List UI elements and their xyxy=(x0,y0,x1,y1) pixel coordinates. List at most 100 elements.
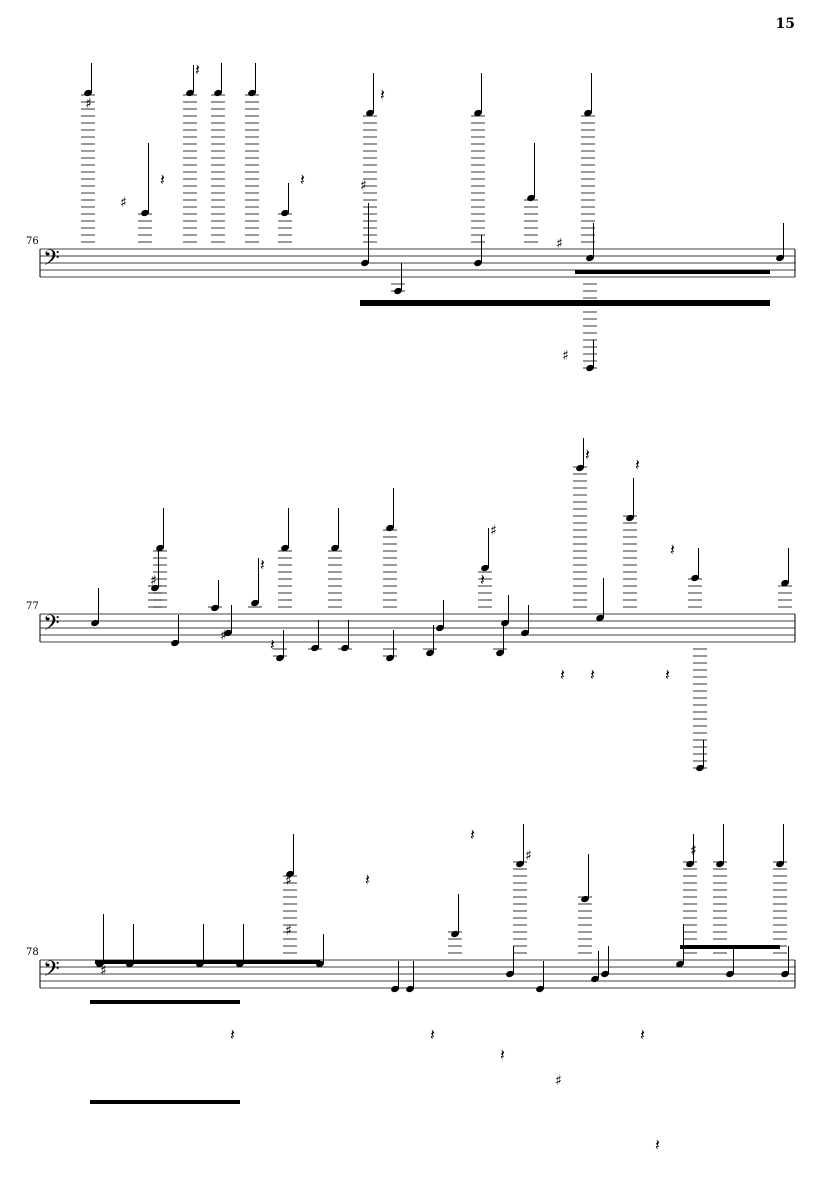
sharp-icon: ♯ xyxy=(285,873,292,889)
notehead xyxy=(481,564,489,572)
rest-icon: 𝄽 xyxy=(260,555,265,574)
notehead xyxy=(276,654,284,662)
notehead xyxy=(496,649,504,657)
notehead xyxy=(386,654,394,662)
rest-icon: 𝄽 xyxy=(560,665,565,684)
sharp-icon: ♯ xyxy=(100,963,107,979)
bass-clef-icon: 𝄢 xyxy=(43,246,60,276)
rest-icon: 𝄽 xyxy=(640,1025,645,1044)
sharp-icon: ♯ xyxy=(150,573,157,589)
notehead xyxy=(211,604,219,612)
beam xyxy=(575,270,770,274)
notehead xyxy=(436,624,444,632)
sharp-icon: ♯ xyxy=(360,178,367,194)
notehead xyxy=(676,960,684,968)
notehead xyxy=(716,860,724,868)
notehead xyxy=(251,599,259,607)
notehead xyxy=(426,649,434,657)
notehead xyxy=(84,89,92,97)
notehead xyxy=(776,254,784,262)
beam xyxy=(680,945,780,949)
notehead xyxy=(151,584,159,592)
notehead xyxy=(726,970,734,978)
notehead xyxy=(776,860,784,868)
notehead xyxy=(686,860,694,868)
beam xyxy=(90,1000,240,1004)
notehead xyxy=(141,209,149,217)
rest-icon: 𝄽 xyxy=(270,635,275,654)
rest-icon: 𝄽 xyxy=(590,665,595,684)
notehead xyxy=(506,970,514,978)
rest-icon: 𝄽 xyxy=(670,540,675,559)
sharp-icon: ♯ xyxy=(220,628,227,644)
notehead xyxy=(626,514,634,522)
rest-icon: 𝄽 xyxy=(470,825,475,844)
notehead xyxy=(341,644,349,652)
rest-icon: 𝄽 xyxy=(500,1045,505,1064)
notehead xyxy=(366,109,374,117)
notehead xyxy=(386,524,394,532)
beam xyxy=(90,1100,240,1104)
notehead xyxy=(171,639,179,647)
rest-icon: 𝄽 xyxy=(195,60,200,79)
notehead xyxy=(591,975,599,983)
rest-icon: 𝄽 xyxy=(655,1135,660,1154)
rest-icon: 𝄽 xyxy=(665,665,670,684)
sharp-icon: ♯ xyxy=(562,348,569,364)
beam xyxy=(95,960,320,964)
notehead xyxy=(286,870,294,878)
notehead xyxy=(474,109,482,117)
sharp-icon: ♯ xyxy=(690,843,697,859)
notehead xyxy=(576,464,584,472)
rest-icon: 𝄽 xyxy=(480,570,485,589)
notehead xyxy=(281,209,289,217)
sharp-icon: ♯ xyxy=(556,236,563,252)
rest-icon: 𝄽 xyxy=(635,455,640,474)
bass-clef-icon: 𝄢 xyxy=(43,611,60,641)
notehead xyxy=(501,619,509,627)
notehead xyxy=(91,619,99,627)
measure-number-76: 76 xyxy=(26,236,39,247)
notehead xyxy=(691,574,699,582)
notehead xyxy=(311,644,319,652)
notehead xyxy=(224,629,232,637)
rest-icon: 𝄽 xyxy=(380,85,385,104)
sharp-icon: ♯ xyxy=(555,1073,562,1089)
sharp-icon: ♯ xyxy=(525,848,532,864)
notehead xyxy=(406,985,414,993)
notehead xyxy=(536,985,544,993)
sharp-icon: ♯ xyxy=(120,195,127,211)
notehead xyxy=(781,579,789,587)
notehead xyxy=(474,259,482,267)
notehead xyxy=(586,254,594,262)
notehead xyxy=(391,985,399,993)
notehead xyxy=(156,544,164,552)
sharp-icon: ♯ xyxy=(490,523,497,539)
rest-icon: 𝄽 xyxy=(300,170,305,189)
sharp-icon: ♯ xyxy=(285,923,292,939)
notehead xyxy=(281,544,289,552)
sharp-icon: ♯ xyxy=(85,96,92,112)
notehead xyxy=(781,970,789,978)
rest-icon: 𝄽 xyxy=(160,170,165,189)
notehead xyxy=(186,89,194,97)
measure-number-78: 78 xyxy=(26,947,39,958)
rest-icon: 𝄽 xyxy=(585,445,590,464)
measure-number-77: 77 xyxy=(26,601,39,612)
notehead xyxy=(581,895,589,903)
notehead xyxy=(601,970,609,978)
notehead xyxy=(361,259,369,267)
rest-icon: 𝄽 xyxy=(230,1025,235,1044)
notehead xyxy=(521,629,529,637)
notehead xyxy=(331,544,339,552)
notehead xyxy=(584,109,592,117)
rest-icon: 𝄽 xyxy=(430,1025,435,1044)
beam xyxy=(360,300,770,306)
notehead xyxy=(516,860,524,868)
notehead xyxy=(527,194,535,202)
rest-icon: 𝄽 xyxy=(365,870,370,889)
notehead xyxy=(596,614,604,622)
notehead xyxy=(214,89,222,97)
bass-clef-icon: 𝄢 xyxy=(43,957,60,987)
